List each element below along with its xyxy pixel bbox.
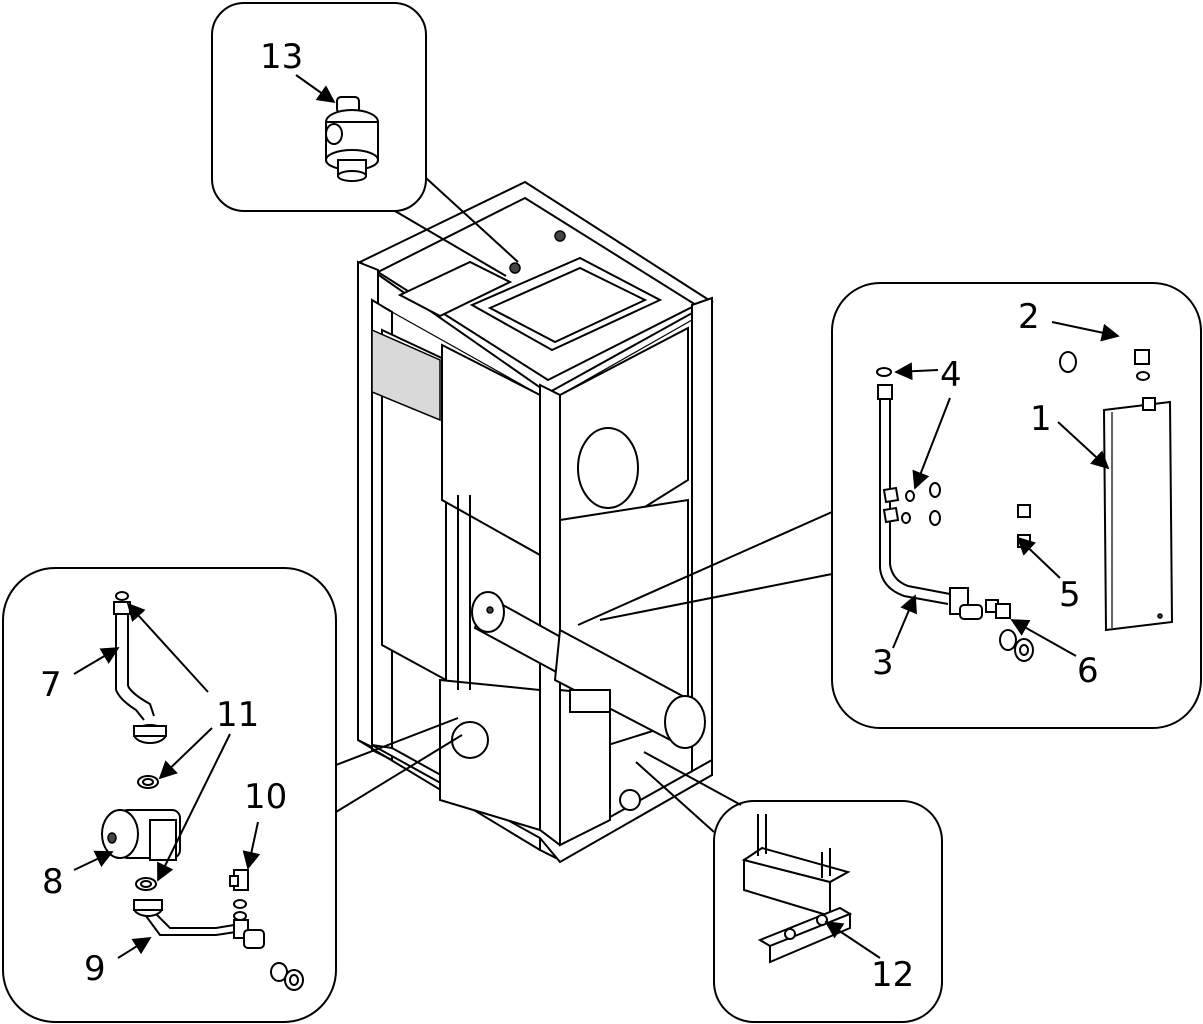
connection-pipe xyxy=(876,367,983,620)
flexible-hose xyxy=(1059,310,1157,381)
air-vent-valve xyxy=(325,96,379,182)
detail-callout-13 xyxy=(211,2,519,277)
label-5: 5 xyxy=(1059,575,1081,615)
label-7: 7 xyxy=(40,665,62,705)
expansion-vessel xyxy=(1102,397,1174,632)
label-6: 6 xyxy=(1077,651,1099,691)
label-9: 9 xyxy=(84,949,106,989)
lower-pipe xyxy=(133,899,304,991)
boiler-cabinet xyxy=(357,180,714,864)
label-3: 3 xyxy=(872,643,894,683)
label-2: 2 xyxy=(1018,297,1040,337)
detail-callout-bracket xyxy=(635,751,943,1023)
circulation-pump xyxy=(101,775,181,861)
label-13: 13 xyxy=(260,37,303,77)
detail-callout-expansion xyxy=(577,282,1202,729)
label-4: 4 xyxy=(940,355,962,395)
part-number-labels: 1 2 3 4 5 6 7 8 9 10 11 12 13 xyxy=(40,37,1099,995)
label-8: 8 xyxy=(42,862,64,902)
label-10: 10 xyxy=(244,777,287,817)
label-1: 1 xyxy=(1030,399,1052,439)
safety-valve xyxy=(229,869,249,921)
fittings xyxy=(882,486,915,524)
fittings-washers xyxy=(985,599,1034,662)
label-12: 12 xyxy=(871,955,914,995)
label-11: 11 xyxy=(216,695,259,735)
detail-callout-pump xyxy=(2,567,463,1023)
